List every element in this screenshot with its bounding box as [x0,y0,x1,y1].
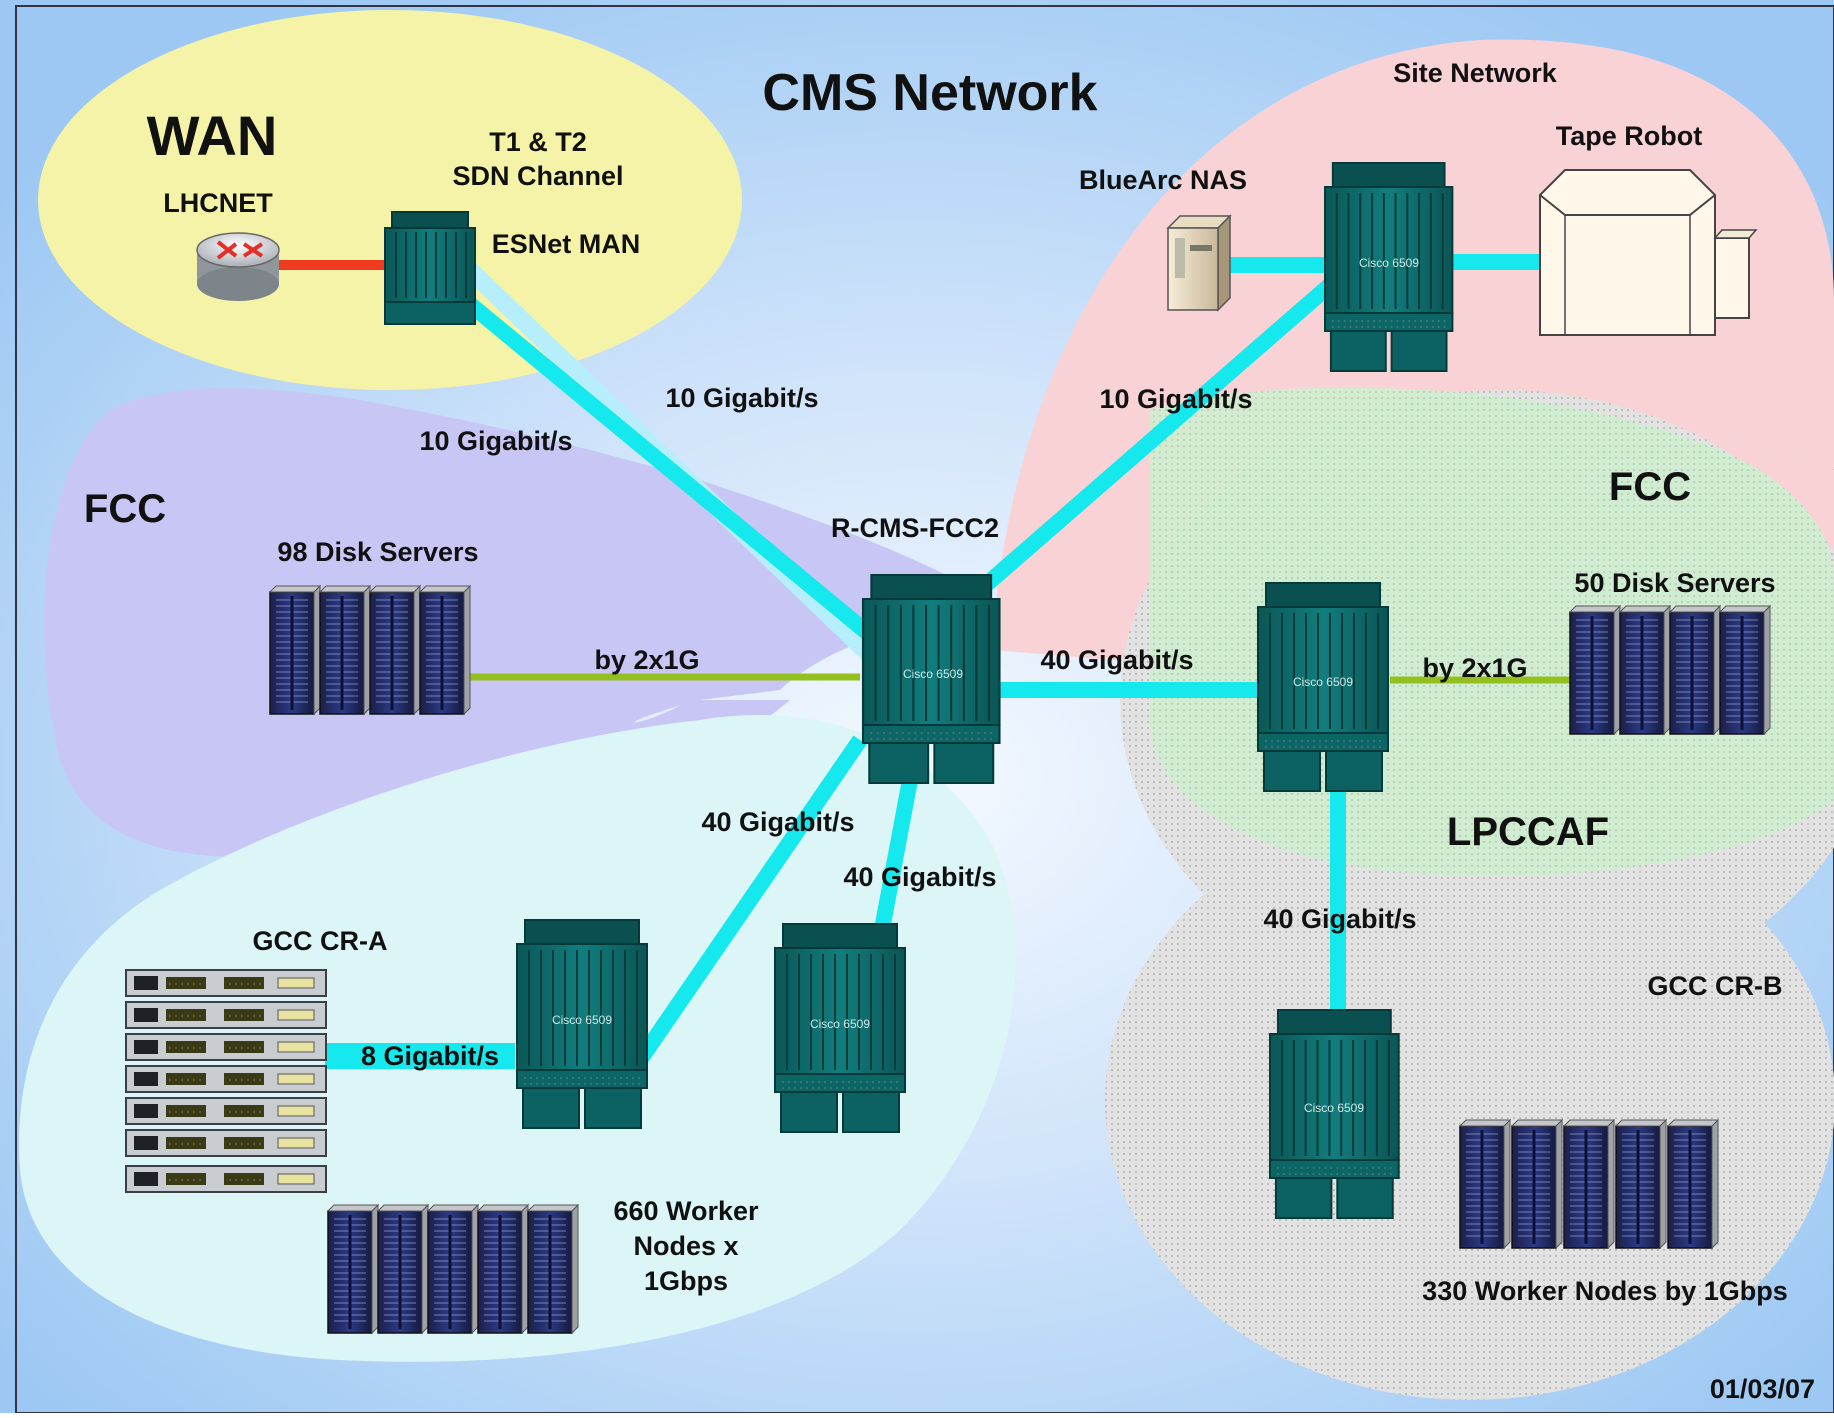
worker-rack-icon [1458,1118,1720,1250]
wan-zone [38,10,742,390]
fcc-right-switch-label: Cisco 6509 [1293,675,1353,689]
site-core-link [974,278,1336,597]
gcc-cr-b-zone-lower-texture [1105,800,1834,1400]
nas-icon [1166,214,1232,312]
router-icon [196,232,280,301]
core-switch-label: Cisco 6509 [903,667,963,681]
esnet-switch-icon [384,211,476,325]
site-core-link-label: 10 Gigabit/s [1099,384,1252,414]
wan-core-link-a-label: 10 Gigabit/s [665,383,818,413]
esnet-label: ESNet MAN [492,229,641,259]
gcca-workers-line3: 1Gbps [644,1266,728,1296]
wan-core-link-a [459,293,876,642]
disk-server-icon [1568,604,1772,736]
fcc-right-label: FCC [1609,465,1691,509]
core-fcc-right-link-label: 40 Gigabit/s [1040,645,1193,675]
fcc-left-label: FCC [84,487,166,531]
site-switch-label: Cisco 6509 [1359,256,1419,270]
gcca-switch-2-label: Cisco 6509 [810,1017,870,1031]
fcc-left-zone [44,388,1001,858]
fcc-right-gccb-link-label: 40 Gigabit/s [1263,904,1416,934]
lhcnet-label: LHCNET [163,188,273,218]
core-gcca-link-2 [872,778,918,942]
core-switch-name: R-CMS-FCC2 [831,513,999,543]
tape-robot-label: Tape Robot [1556,121,1702,151]
gcc-cr-b-label: GCC CR-B [1648,971,1783,1001]
core-gcca-link-1 [633,735,867,1065]
core-gcca-link-2-label: 40 Gigabit/s [843,862,996,892]
disk-server-icon [268,584,472,716]
core-gcca-link-1-label: 40 Gigabit/s [701,807,854,837]
left-disk-link-label: by 2x1G [594,645,699,675]
gcca-racks-link-label: 8 Gigabit/s [361,1041,499,1071]
right-disk-link-label: by 2x1G [1422,653,1527,683]
gccb-workers-label: 330 Worker Nodes by 1Gbps [1422,1276,1788,1306]
bluearc-label: BlueArc NAS [1079,165,1247,195]
t1t2-label-line2: SDN Channel [452,161,623,191]
diagram-title: CMS Network [762,64,1097,122]
tape-robot-icon [1539,169,1758,336]
left-disk-servers-label: 98 Disk Servers [277,537,478,567]
gcca-workers-line1: 660 Worker [613,1196,759,1226]
gcc-cr-a-label: GCC CR-A [253,926,388,956]
gcca-workers-line2: Nodes x [633,1231,738,1261]
wan-core-link-b-label: 10 Gigabit/s [419,426,572,456]
site-network-label: Site Network [1393,58,1558,88]
gccb-switch-label: Cisco 6509 [1304,1101,1364,1115]
wan-zone-label: WAN [147,104,278,167]
lpccaf-label: LPCCAF [1447,810,1609,854]
right-disk-servers-label: 50 Disk Servers [1574,568,1775,598]
worker-rack-icon [326,1203,580,1335]
gcca-switch-1-label: Cisco 6509 [552,1013,612,1027]
diagram-date: 01/03/07 [1710,1374,1815,1404]
t1t2-label-line1: T1 & T2 [489,127,587,157]
